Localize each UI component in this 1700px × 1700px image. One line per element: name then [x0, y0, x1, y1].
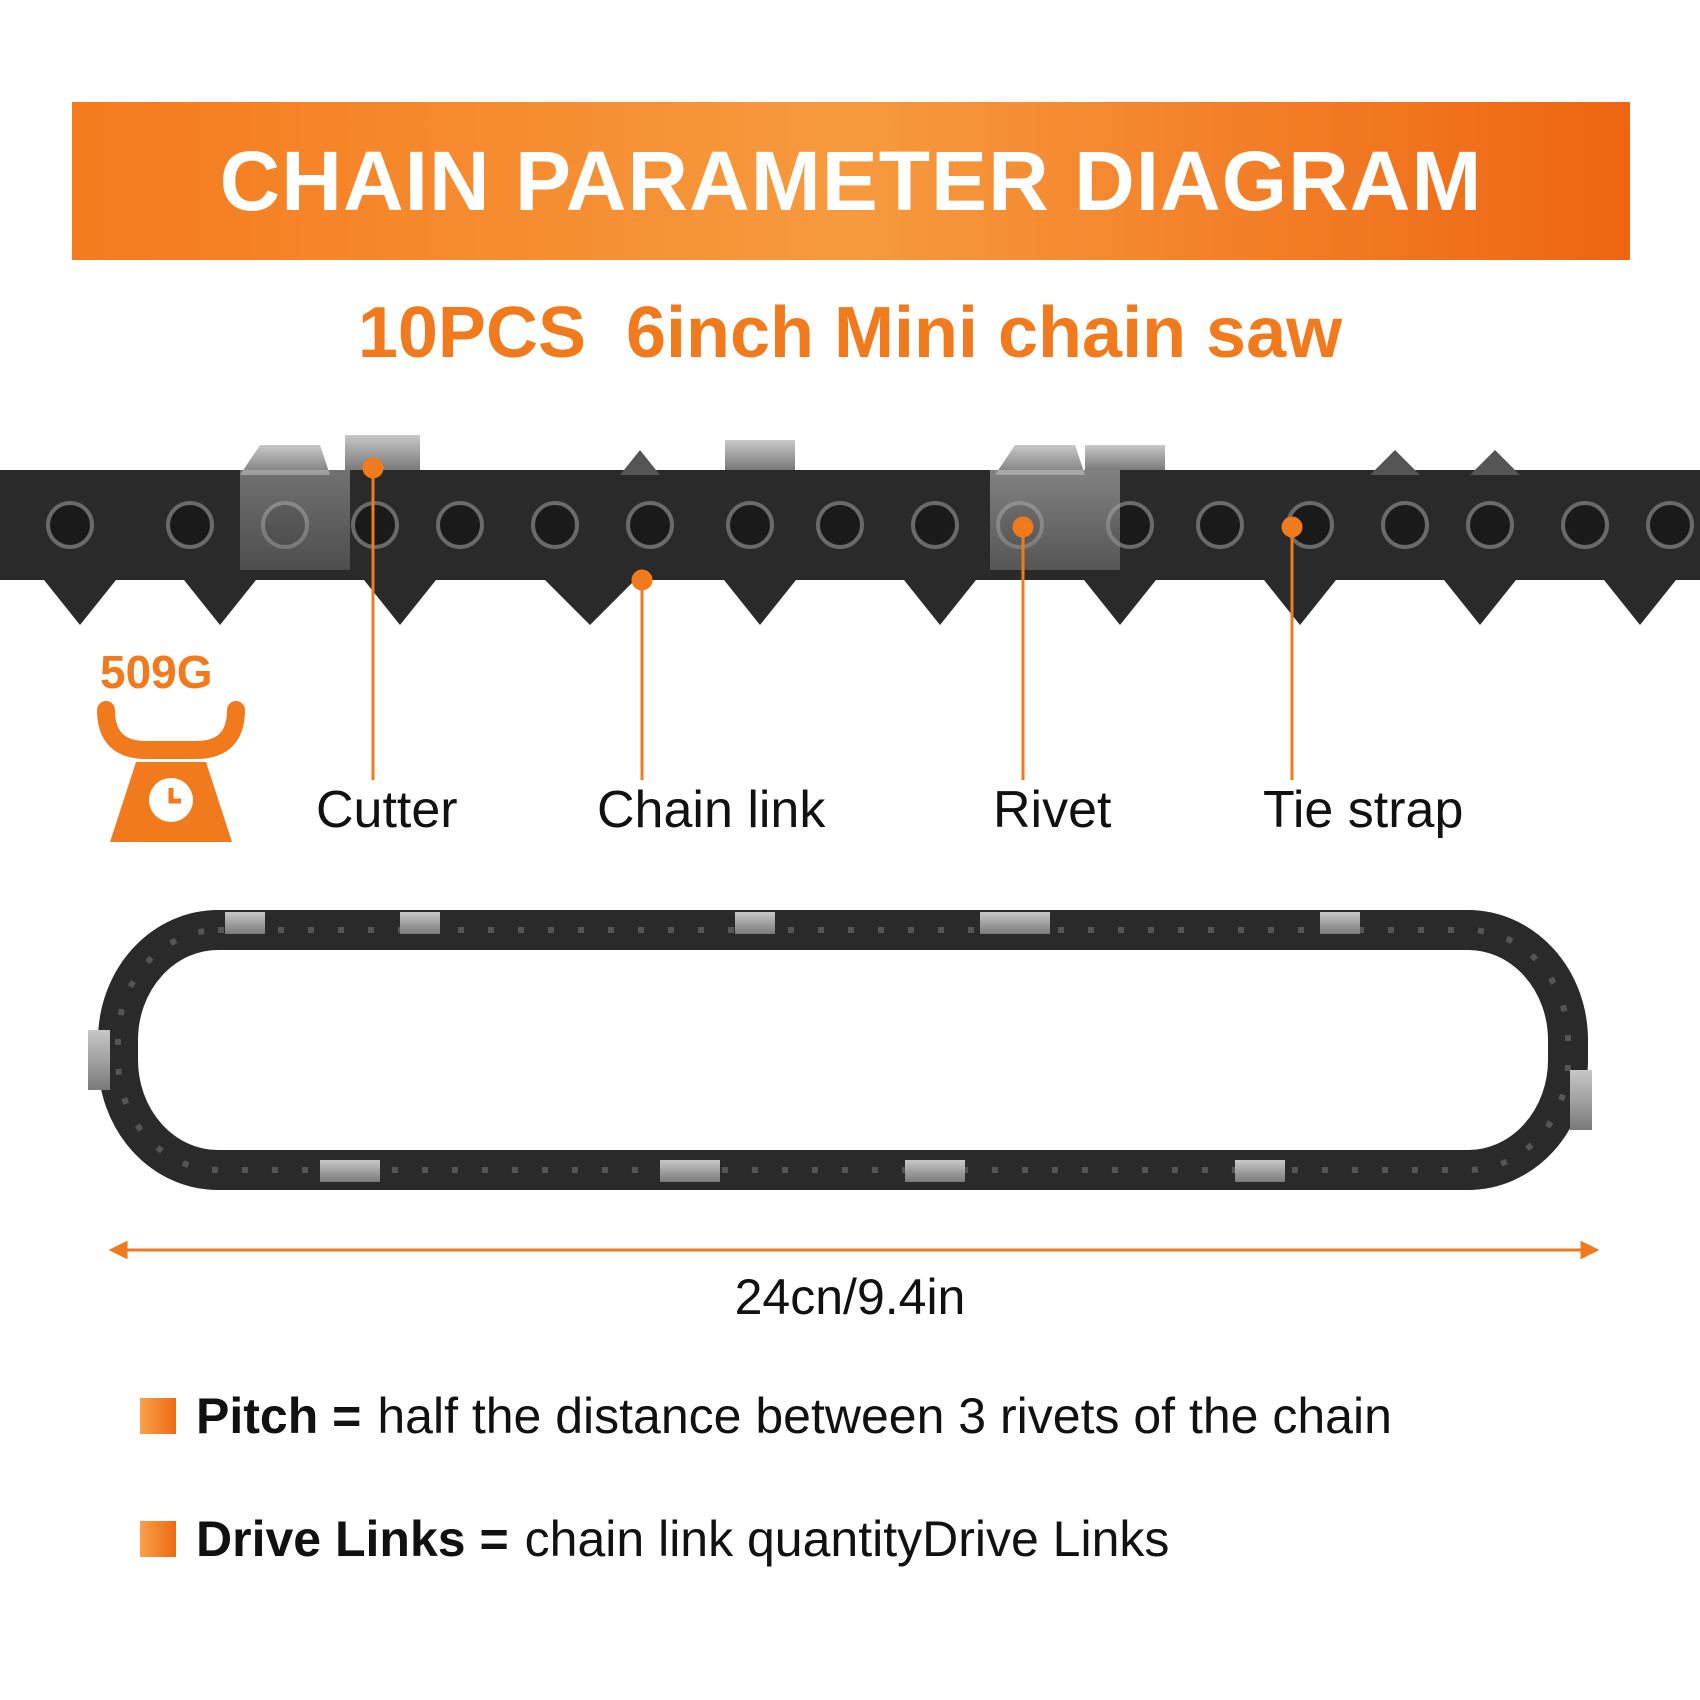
definition-term: Drive Links = [196, 1511, 509, 1567]
page-title: CHAIN PARAMETER DIAGRAM [219, 133, 1483, 228]
definition-term: Pitch = [196, 1388, 362, 1444]
cutter-tooth [1370, 450, 1420, 475]
product-subtitle: 10PCS 6inch Mini chain saw [357, 293, 1343, 373]
cutter-tooth [1085, 445, 1165, 470]
tie-strap-callout-dot [1281, 516, 1303, 538]
cutter-tooth [995, 445, 1085, 475]
chain-link-label: Chain link [597, 781, 826, 839]
weight-value: 509G [100, 646, 213, 698]
pitch-definition: Pitch = half the distance between 3 rive… [140, 1387, 1392, 1445]
cutter-callout-dot [362, 457, 384, 479]
cutter-tooth [1470, 450, 1520, 475]
length-dimension: 24cn/9.4in [734, 1269, 966, 1325]
cutter-label: Cutter [316, 781, 458, 839]
scale-icon [97, 701, 245, 842]
cutter-tooth [240, 445, 330, 475]
bullet-square [140, 1398, 176, 1434]
definition-text: half the distance between 3 rivets of th… [377, 1388, 1392, 1444]
cutter-tooth [725, 440, 795, 470]
rivet-callout-dot [1012, 516, 1034, 538]
definition-text: chain link quantityDrive Links [524, 1511, 1170, 1567]
rivet-label: Rivet [993, 781, 1112, 839]
dimension-arrow [108, 1240, 1600, 1260]
chain-closeup [0, 435, 1700, 625]
tie-strap-label: Tie strap [1263, 781, 1464, 839]
drive-links-definition: Drive Links = chain link quantityDrive L… [140, 1510, 1169, 1568]
chain-link-callout-dot [631, 569, 653, 591]
title-banner: CHAIN PARAMETER DIAGRAM [72, 102, 1630, 260]
bullet-square [140, 1521, 176, 1557]
chain-loop [88, 910, 1592, 1190]
cutter-tooth [345, 435, 420, 470]
cutter-tooth [620, 450, 660, 475]
